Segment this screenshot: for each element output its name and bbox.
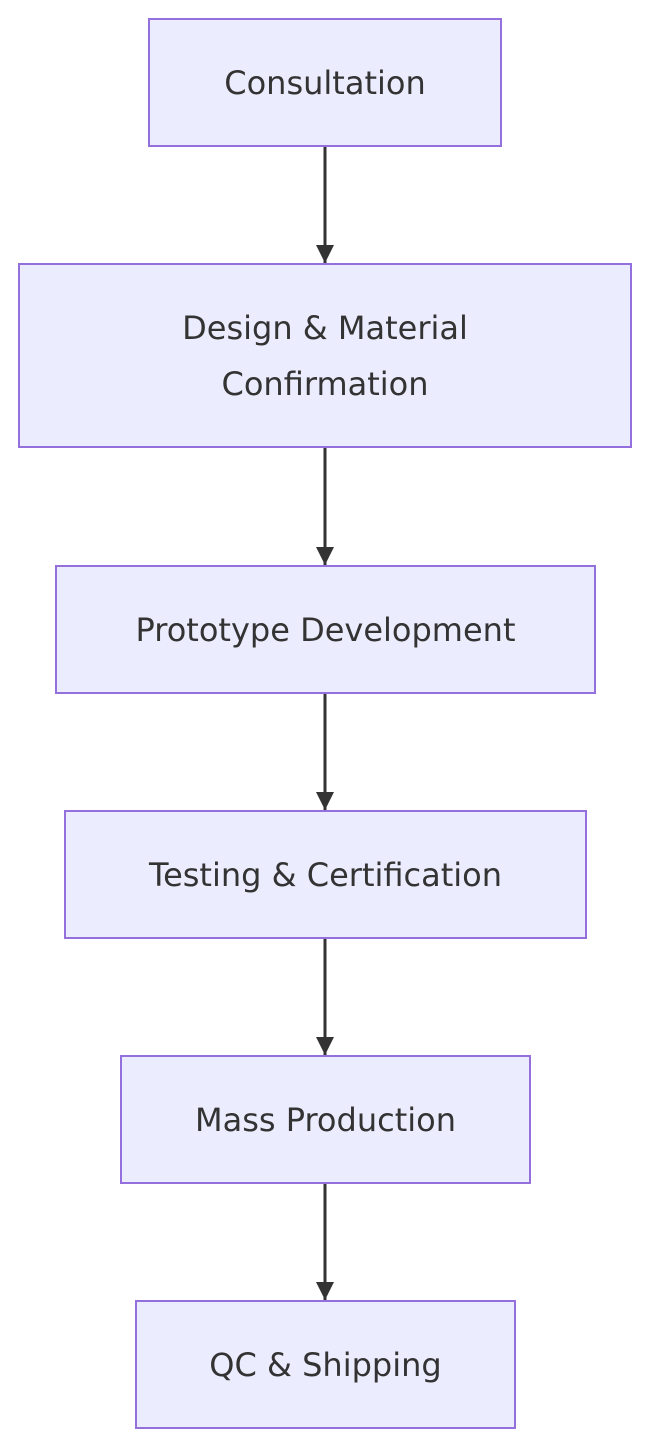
node-mass-production: Mass Production (120, 1055, 531, 1184)
node-label-line: Prototype Development (135, 610, 516, 649)
node-prototype-development: Prototype Development (55, 565, 596, 694)
node-qc-shipping: QC & Shipping (135, 1300, 516, 1429)
node-consultation: Consultation (148, 18, 502, 147)
node-label-line: Testing & Certification (148, 855, 503, 894)
node-testing-certification: Testing & Certification (64, 810, 587, 939)
node-label-line: QC & Shipping (209, 1345, 442, 1384)
node-design-material-confirmation: Design & Material Confirmation (18, 263, 632, 448)
node-label-line: Consultation (224, 63, 426, 102)
node-label-line: Design & Material (182, 308, 468, 347)
node-label-line: Mass Production (195, 1100, 456, 1139)
node-label-line: Confirmation (221, 364, 429, 403)
